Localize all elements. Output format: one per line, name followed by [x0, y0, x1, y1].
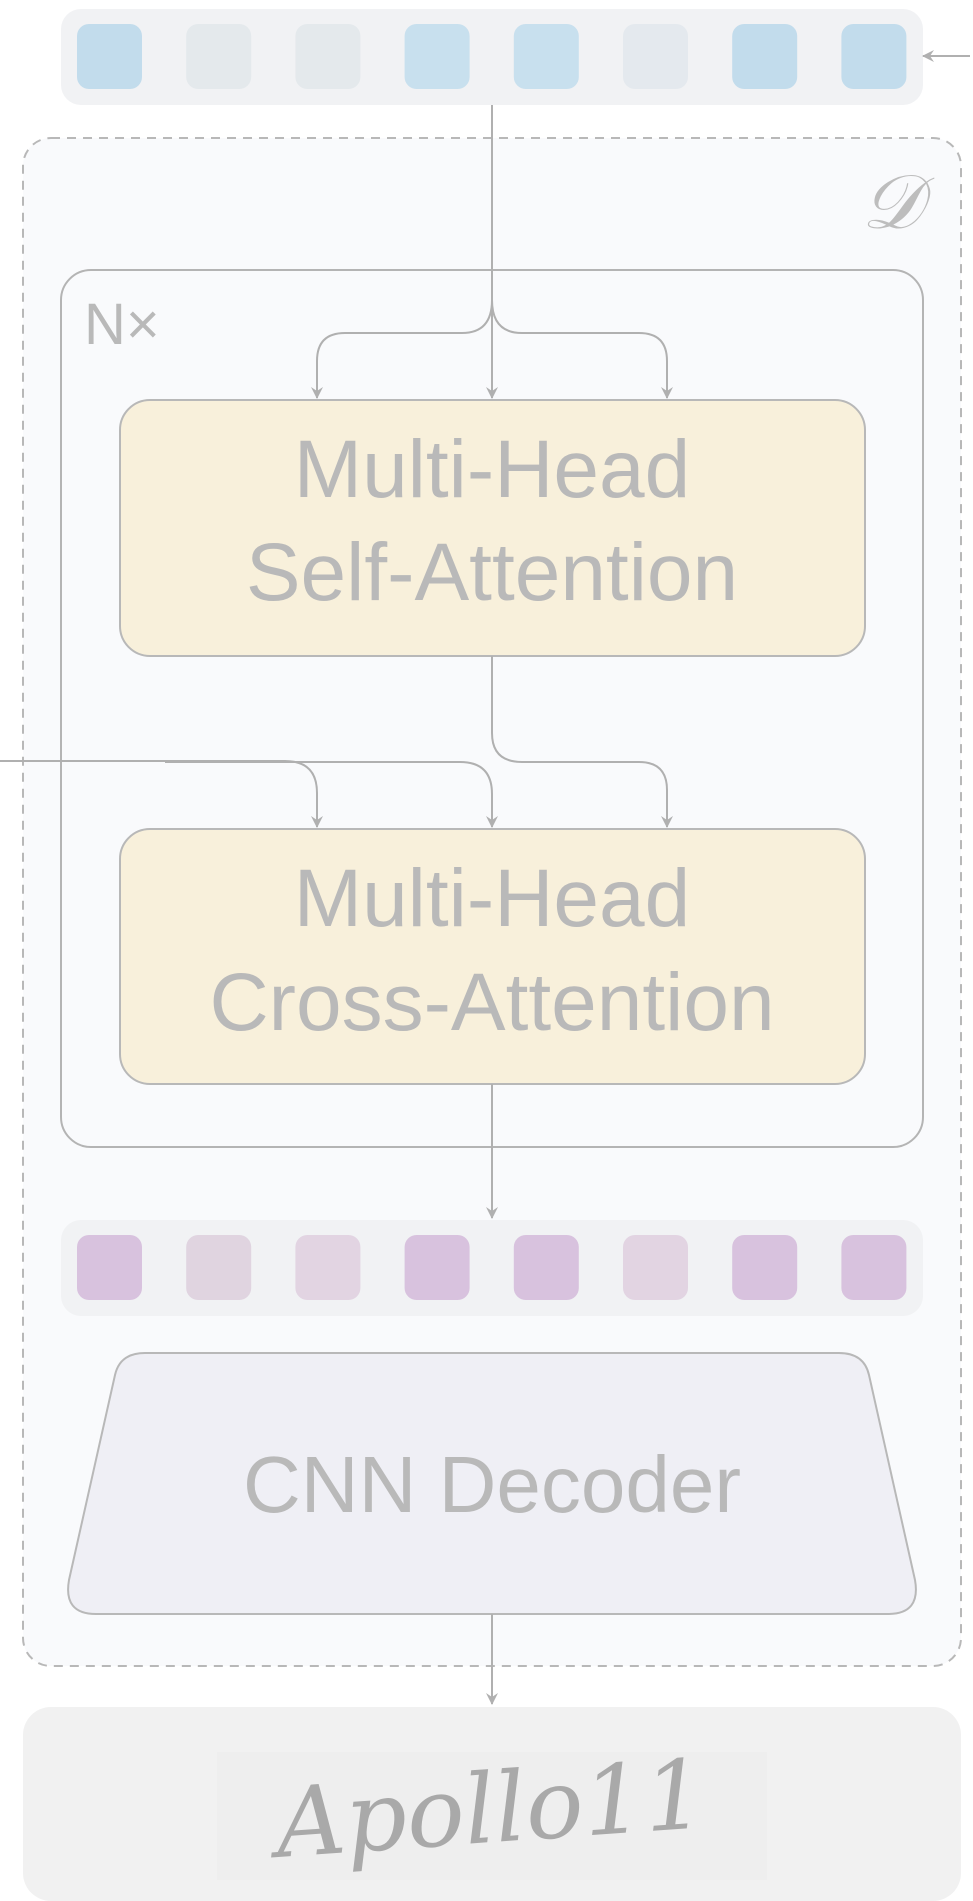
output-token-2 [186, 1235, 252, 1300]
output-token-3 [295, 1235, 361, 1300]
input-token-4 [404, 24, 470, 89]
cross-attention-label-line1: Multi-Head [294, 853, 690, 944]
handwriting-output-image: Apollo11 [217, 1738, 767, 1880]
input-token-1 [77, 24, 142, 89]
cnn-decoder-label: CNN Decoder [243, 1440, 741, 1529]
self-attention-label-line1: Multi-Head [294, 424, 690, 515]
input-token-2 [186, 24, 252, 89]
output-token-list [77, 1235, 907, 1300]
output-token-bar-bg [61, 1220, 923, 1316]
input-token-8 [841, 24, 907, 89]
output-token-1 [77, 1235, 142, 1300]
self-attention-label-line2: Self-Attention [246, 527, 738, 618]
self-attention-input-arrows [311, 105, 673, 399]
output-token-5 [513, 1235, 579, 1300]
cross-attention-label-line2: Cross-Attention [209, 957, 774, 1048]
input-token-3 [295, 24, 361, 89]
cnn-decoder-block [67, 1352, 917, 1615]
output-token-6 [623, 1235, 688, 1300]
input-token-list [77, 24, 907, 89]
cross-attention-input-arrows [0, 656, 673, 828]
input-token-5 [513, 24, 579, 89]
repeat-label: N× [84, 292, 160, 357]
output-token-7 [732, 1235, 798, 1300]
output-token-4 [404, 1235, 470, 1300]
input-token-7 [732, 24, 798, 89]
output-token-bar [61, 1220, 923, 1316]
output-token-8 [841, 1235, 907, 1300]
input-token-bar-bg [61, 9, 923, 105]
input-token-6 [623, 24, 688, 89]
input-token-bar [61, 9, 923, 105]
